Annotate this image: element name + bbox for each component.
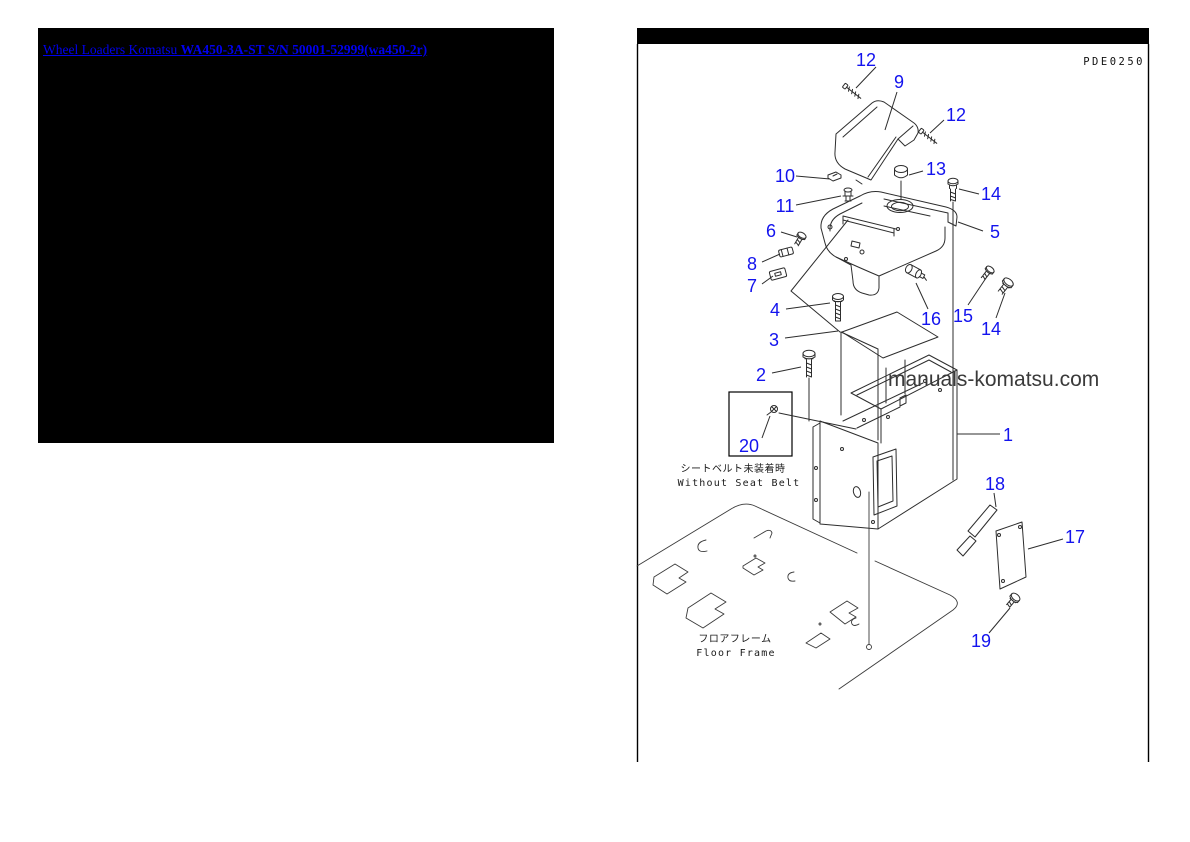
part-callout-9: 9 [894,72,904,92]
leader-line-10 [795,175,831,180]
clip-part-10 [827,171,842,182]
leader-line-17 [1027,538,1064,550]
leader-line-4 [785,302,831,310]
strip-part-18 [956,504,998,557]
drawing-code: PDE0250 [1083,56,1145,68]
bolt-part-20 [766,405,778,416]
leader-line-6 [780,231,798,238]
bolt-part-6 [794,231,807,247]
leader-line-8 [761,253,781,263]
floor-frame [636,491,958,690]
part-callout-8: 8 [747,254,757,274]
part-callout-12: 12 [856,50,876,70]
part-callout-18: 18 [985,474,1005,494]
leader-line-15 [967,277,987,306]
clip-part-7 [768,267,788,281]
part-callout-19: 19 [971,631,991,651]
callout-layer: 12 9 12 13 10 14 116 5 874 16 15 14 32 20 1 18 17 19 [739,50,1085,651]
part-callout-14: 14 [981,184,1001,204]
leader-line-18 [993,492,997,508]
part-callout-13: 13 [926,159,946,179]
caption-floor-frame-en: Floor Frame [696,648,775,659]
leader-line-2 [771,366,802,374]
cover-part-9 [834,100,919,185]
bolt-part-14-right [997,277,1014,295]
screw-part-12b [918,128,938,145]
leader-line-7 [761,275,774,285]
part-callout-3: 3 [769,330,779,350]
leader-line-12 [929,119,945,134]
leader-line-14 [995,292,1006,319]
bolt-part-2 [802,349,816,378]
part-callout-15: 15 [953,306,973,326]
part-callout-16: 16 [921,309,941,329]
screw-part-12a [842,83,862,100]
leader-line-13 [908,170,924,176]
part-callout-5: 5 [990,222,1000,242]
leader-line-9 [884,91,898,131]
plate-part-3 [841,311,939,359]
leader-line-19 [988,607,1011,634]
bolt-part-19 [1006,592,1021,608]
part-callout-14: 14 [981,319,1001,339]
connector-part-16 [904,263,927,281]
part-callout-12: 12 [946,105,966,125]
caption-seat-belt-en: Without Seat Belt [678,478,801,489]
leader-line-3 [784,330,839,339]
seat-belt-option-box [728,391,857,457]
link-prefix: Wheel Loaders Komatsu [43,42,181,57]
leader-line-20 [761,415,771,439]
bolt-part-15 [980,265,995,281]
plate-part-17 [995,521,1027,590]
part-callout-1: 1 [1003,425,1013,445]
caption-seat-belt-jp: シートベルト未装着時 [681,462,786,475]
part-callout-11: 11 [776,196,795,216]
leader-line-12 [855,66,877,89]
diagram-frame [636,28,1150,762]
part-callout-6: 6 [766,221,776,241]
link-model: WA450-3A-ST S/N 50001-52999(wa450-2r) [180,42,428,57]
caption-floor-frame-jp: フロアフレーム [698,633,771,645]
model-link[interactable]: Wheel Loaders Komatsu WA450-3A-ST S/N 50… [43,42,427,58]
pin-part-11 [842,187,854,202]
left-black-panel: Wheel Loaders Komatsu WA450-3A-ST S/N 50… [38,28,554,443]
console-part-5 [790,191,958,333]
part-callout-20: 20 [739,436,759,456]
part-callout-10: 10 [775,166,795,186]
frame-top-bar [637,28,1149,44]
cap-part-13 [894,165,908,200]
screw-part-14-top [947,177,959,202]
leader-line-14 [958,188,980,195]
leader-line-5 [957,221,984,232]
leader-line-11 [795,195,842,206]
watermark-text: manuals-komatsu.com [888,368,1099,391]
leader-line-20-long [778,412,857,430]
leader-line-16 [915,282,929,310]
box-part-1 [812,331,958,530]
clip-part-8 [778,246,794,258]
part-callout-7: 7 [747,276,757,296]
screw-part-4 [832,293,844,322]
part-callout-4: 4 [770,300,780,320]
part-callout-2: 2 [756,365,766,385]
part-callout-17: 17 [1065,527,1085,547]
